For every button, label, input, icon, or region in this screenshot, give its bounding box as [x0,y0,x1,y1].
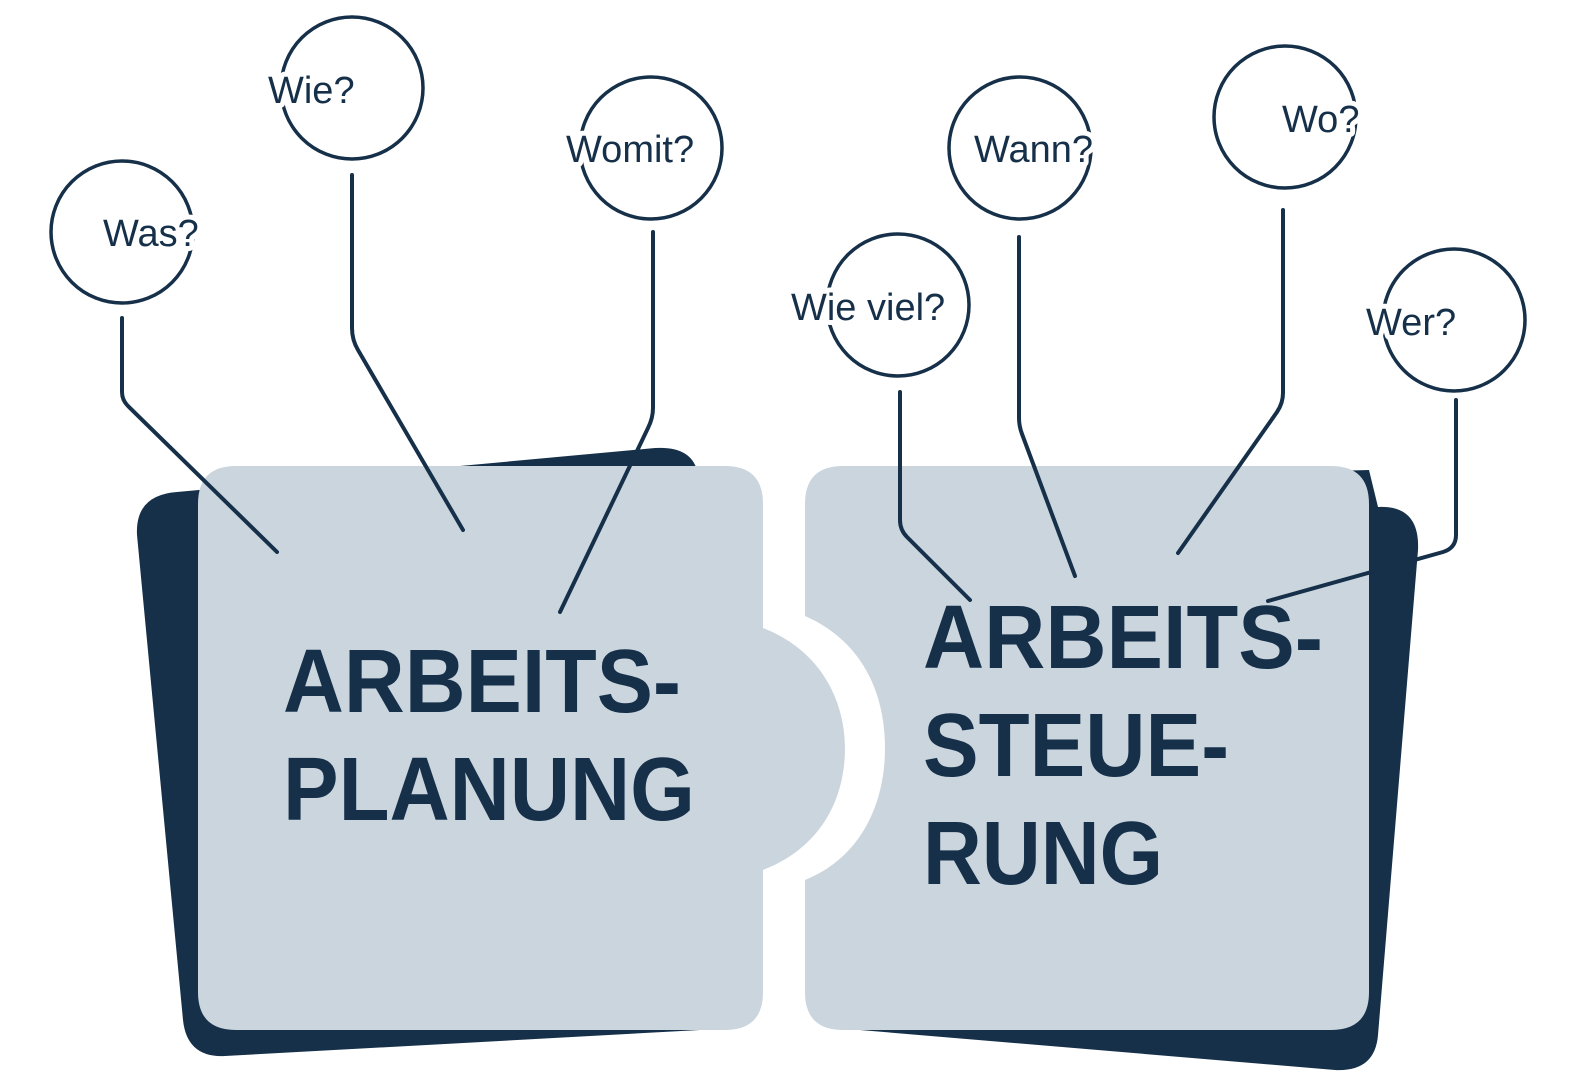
question-wie-viel: Wie viel? [791,287,945,329]
connector-wie [350,173,465,532]
connector-wo [1176,208,1285,555]
connector-wann [1017,235,1077,578]
question-wo: Wo? [1282,99,1359,141]
planning-card [198,466,845,1030]
control-card [805,466,1369,1030]
planning-title-line1: ARBEITS- [283,632,681,732]
question-wann: Wann? [974,129,1093,171]
control-title-line3: RUNG [923,804,1163,904]
connector-wer [1266,398,1458,603]
bubble-wer [1381,247,1527,393]
connector-wie-viel [898,390,972,602]
connector-was [120,316,279,554]
question-wer: Wer? [1366,302,1456,344]
bubble-wie-viel [825,232,971,378]
question-was: Was? [103,213,199,255]
bubble-was [49,159,195,305]
bubble-wie [279,15,425,161]
control-title-line1: ARBEITS- [923,588,1323,688]
control-title-line2: STEUE- [923,696,1229,796]
planning-title-line2: PLANUNG [283,740,695,840]
bubble-womit [578,75,724,221]
bubble-wo [1212,44,1358,190]
question-womit: Womit? [566,129,694,171]
connector-womit [558,230,655,614]
bubble-wann [947,75,1093,221]
question-wie: Wie? [268,70,355,112]
